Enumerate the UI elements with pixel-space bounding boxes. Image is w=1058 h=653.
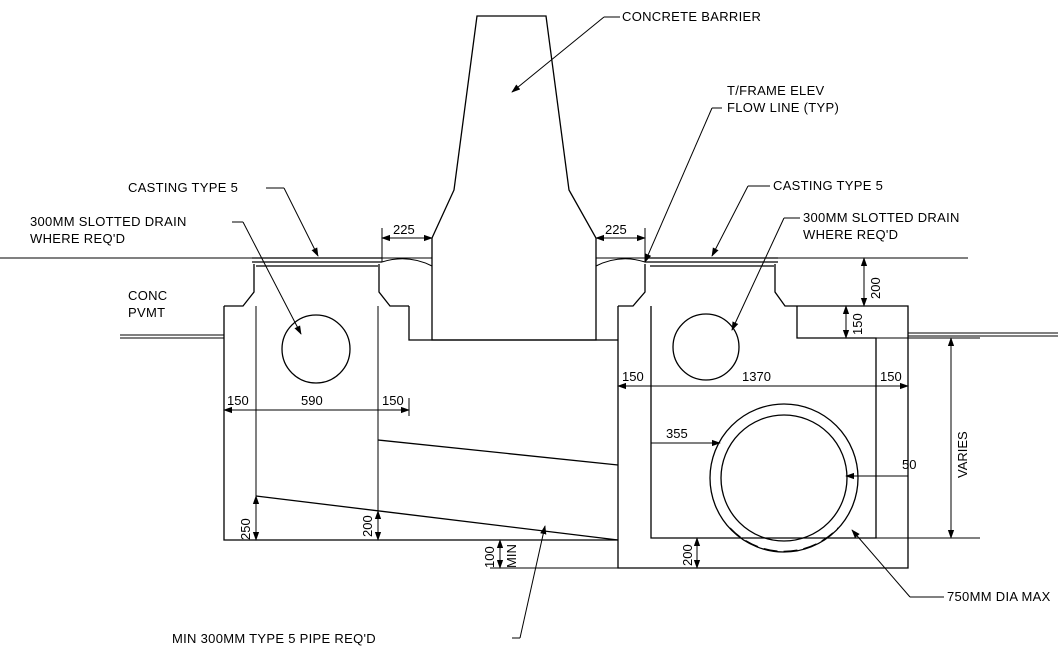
pipe-inner-circle	[720, 414, 848, 542]
slotted-drain-left-note: WHERE REQ'D	[30, 231, 125, 246]
dim-200-bottom: 200	[680, 544, 695, 566]
concrete-barrier-label: CONCRETE BARRIER	[622, 9, 761, 24]
slotted-drain-right-label: 300MM SLOTTED DRAIN	[803, 210, 960, 225]
tframe-elev-label: T/FRAME ELEV	[727, 83, 825, 98]
dim-355: 355	[666, 426, 688, 441]
pipe-max-label: 750MM DIA MAX	[947, 589, 1051, 604]
leader-lines	[232, 16, 944, 639]
dim-min: MIN	[504, 544, 519, 568]
connecting-pipe	[255, 339, 619, 541]
dim-100: 100	[482, 546, 497, 568]
slotted-drain-right-note: WHERE REQ'D	[803, 227, 898, 242]
casting-left-label: CASTING TYPE 5	[128, 180, 238, 195]
dim-150-left-1: 150	[227, 393, 249, 408]
pvmt-label: PVMT	[128, 305, 165, 320]
concrete-barrier	[431, 15, 597, 341]
conc-label: CONC	[128, 288, 167, 303]
dim-50: 50	[902, 457, 916, 472]
dim-150-top: 150	[850, 313, 865, 335]
dim-150-right-1: 150	[622, 369, 644, 384]
dim-200-top: 200	[868, 277, 883, 299]
right-slotted-drain-circle	[672, 313, 740, 381]
left-inlet-structure	[223, 257, 432, 541]
dim-150-left-2: 150	[382, 393, 404, 408]
left-slotted-drain-circle	[281, 314, 351, 384]
min-pipe-label: MIN 300MM TYPE 5 PIPE REQ'D	[172, 631, 376, 646]
dim-200-left: 200	[360, 515, 375, 537]
slotted-drain-left-label: 300MM SLOTTED DRAIN	[30, 214, 187, 229]
dim-250: 250	[238, 518, 253, 540]
casting-right-label: CASTING TYPE 5	[773, 178, 883, 193]
pavement-lines	[0, 257, 1058, 339]
dim-590: 590	[301, 393, 323, 408]
flow-line-label: FLOW LINE (TYP)	[727, 100, 839, 115]
dim-1370: 1370	[742, 369, 771, 384]
dim-225-right: 225	[605, 222, 627, 237]
dim-varies: VARIES	[955, 431, 970, 478]
dim-225-left: 225	[393, 222, 415, 237]
dim-150-right-2: 150	[880, 369, 902, 384]
dimension-lines	[223, 228, 980, 569]
